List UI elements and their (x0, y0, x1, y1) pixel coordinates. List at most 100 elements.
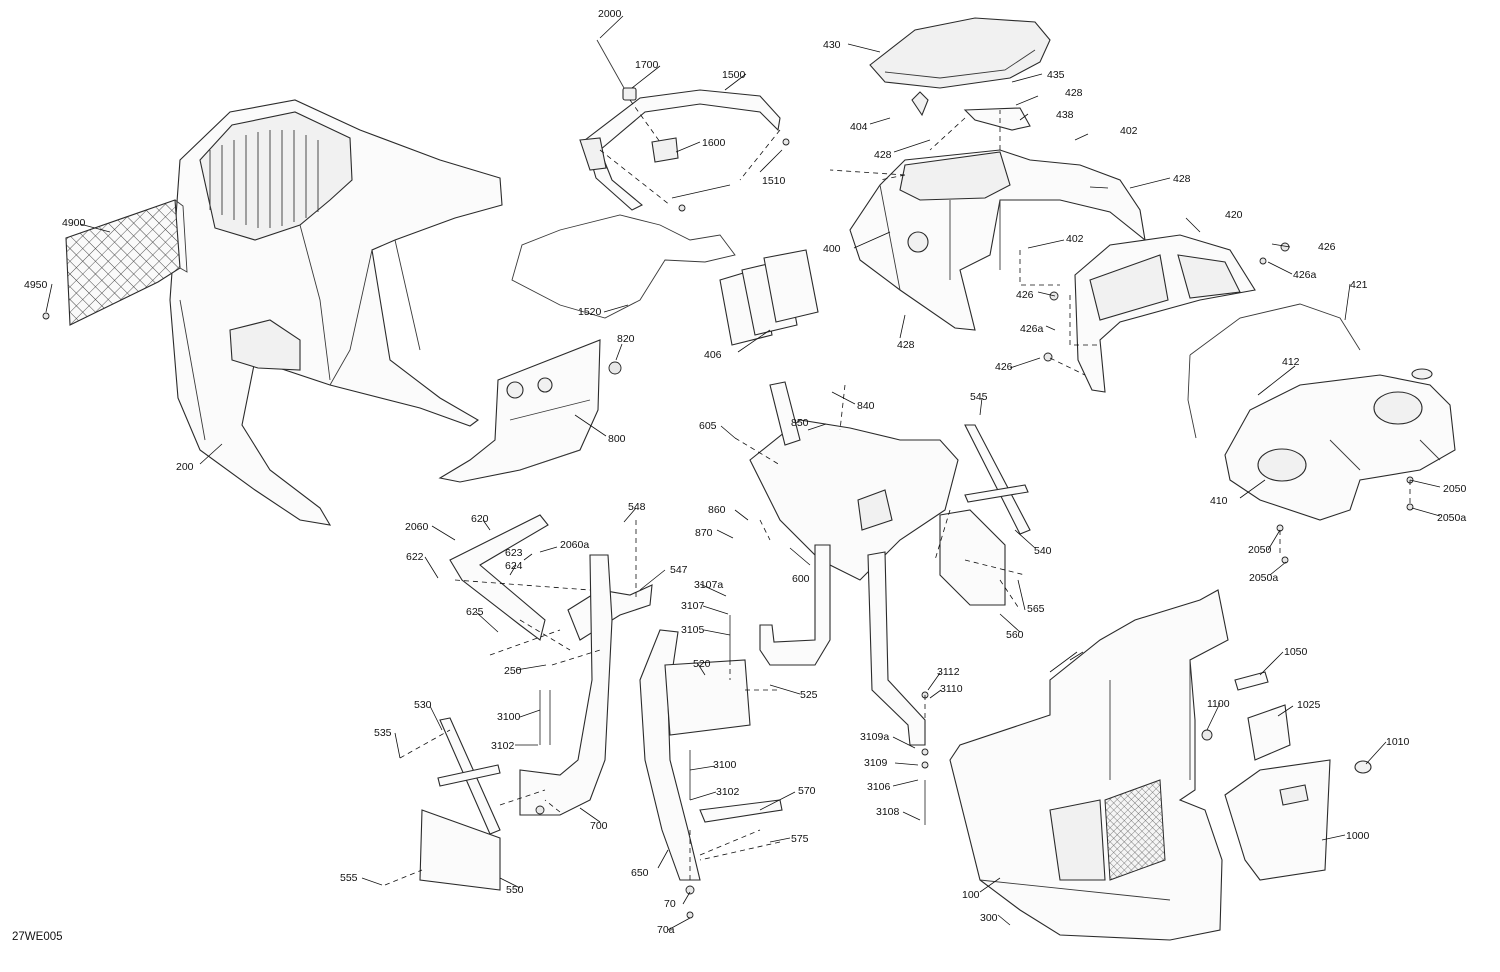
part-600-frame (749, 381, 959, 746)
callout-426a-mid: 426a (1020, 323, 1044, 335)
callout-426-mid: 426 (1016, 289, 1034, 301)
callout-430: 430 (823, 39, 841, 51)
callout-420: 420 (1225, 209, 1243, 221)
fasteners (535, 242, 1414, 919)
part-550-plate (419, 809, 501, 891)
callout-700: 700 (590, 820, 608, 832)
callout-2000: 2000 (598, 8, 622, 20)
callout-624: 624 (505, 560, 523, 572)
part-410-fender (1224, 368, 1456, 521)
callout-3107: 3107 (681, 600, 705, 612)
callout-428-top: 428 (1065, 87, 1083, 99)
callout-426-low: 426 (995, 361, 1013, 373)
leader-lines (45, 15, 1441, 931)
callout-3102-right: 3102 (716, 786, 740, 798)
callout-428-left: 428 (874, 149, 892, 161)
callout-800: 800 (608, 433, 626, 445)
part-1100-grommet (1201, 729, 1213, 741)
callout-1050: 1050 (1284, 646, 1308, 658)
callout-3107a: 3107a (694, 579, 723, 591)
callout-4900: 4900 (62, 217, 86, 229)
callout-426a-top: 426a (1293, 269, 1317, 281)
callout-406: 406 (704, 349, 722, 361)
part-4900-mesh-grille (65, 199, 188, 326)
callout-2050-right: 2050 (1443, 483, 1467, 495)
callout-410: 410 (1210, 495, 1228, 507)
callout-620: 620 (471, 513, 489, 525)
part-1050-bracket (1234, 671, 1269, 691)
part-1010-grommet (1354, 760, 1372, 774)
callout-300: 300 (980, 912, 998, 924)
callout-840: 840 (857, 400, 875, 412)
callout-650: 650 (631, 867, 649, 879)
callout-404: 404 (850, 121, 868, 133)
callout-623: 623 (505, 547, 523, 559)
callout-605: 605 (699, 420, 717, 432)
part-520-plate (664, 659, 751, 736)
callout-1600: 1600 (702, 137, 726, 149)
callout-2050a-right: 2050a (1437, 512, 1466, 524)
callout-535: 535 (374, 727, 392, 739)
callout-870: 870 (695, 527, 713, 539)
callout-1700: 1700 (635, 59, 659, 71)
callout-820: 820 (617, 333, 635, 345)
callout-565: 565 (1027, 603, 1045, 615)
part-420-rear-bezel (1074, 234, 1256, 393)
callout-860: 860 (708, 504, 726, 516)
callout-2050a-low: 2050a (1249, 572, 1278, 584)
part-430-cushion (869, 17, 1051, 89)
callout-426-top: 426 (1318, 241, 1336, 253)
callout-530: 530 (414, 699, 432, 711)
part-200-front-shroud (169, 99, 503, 526)
part-1000-side-bin (1224, 759, 1331, 881)
part-800-center-panel (438, 339, 622, 483)
callout-3102-left: 3102 (491, 740, 515, 752)
part-4950-screw (42, 312, 50, 320)
callout-3112: 3112 (937, 666, 960, 678)
callout-550: 550 (506, 884, 524, 896)
callout-402-top: 402 (1120, 125, 1138, 137)
callout-412: 412 (1282, 356, 1300, 368)
callout-1500: 1500 (722, 69, 746, 81)
callout-570: 570 (798, 785, 816, 797)
callout-575: 575 (791, 833, 809, 845)
callout-428-low: 428 (897, 339, 915, 351)
callout-3100-left: 3100 (497, 711, 521, 723)
callout-250: 250 (504, 665, 522, 677)
part-1520-seal (511, 214, 736, 319)
callout-1520: 1520 (578, 306, 602, 318)
callout-200: 200 (176, 461, 194, 473)
callout-850: 850 (791, 417, 809, 429)
callout-435: 435 (1047, 69, 1065, 81)
callout-402-mid: 402 (1066, 233, 1084, 245)
callout-547: 547 (670, 564, 688, 576)
callout-3110: 3110 (940, 683, 963, 695)
callout-1010: 1010 (1386, 736, 1410, 748)
part-620-bracket (449, 514, 549, 641)
callout-2060: 2060 (405, 521, 429, 533)
callout-2060a: 2060a (560, 539, 589, 551)
callout-622: 622 (406, 551, 424, 563)
parts-layer (42, 17, 1456, 941)
callout-1000: 1000 (1346, 830, 1370, 842)
callout-1100: 1100 (1207, 698, 1230, 710)
callout-545: 545 (970, 391, 988, 403)
part-650-upright (639, 629, 701, 881)
part-540-strap (964, 424, 1031, 535)
callout-70: 70 (664, 898, 676, 910)
callout-428-right: 428 (1173, 173, 1191, 185)
callout-625: 625 (466, 606, 484, 618)
part-1500-rack-bar (579, 39, 790, 212)
callout-525: 525 (800, 689, 818, 701)
callout-2050-low: 2050 (1248, 544, 1272, 556)
callout-438: 438 (1056, 109, 1074, 121)
callout-1025: 1025 (1297, 699, 1321, 711)
part-406-plates (719, 249, 819, 346)
callout-3109: 3109 (864, 757, 888, 769)
callout-3105: 3105 (681, 624, 705, 636)
callout-70a: 70a (657, 924, 675, 936)
callout-555: 555 (340, 872, 358, 884)
callout-labels: 2000 1700 1500 1600 1510 1520 430 435 42… (12, 8, 1467, 943)
callout-400: 400 (823, 243, 841, 255)
